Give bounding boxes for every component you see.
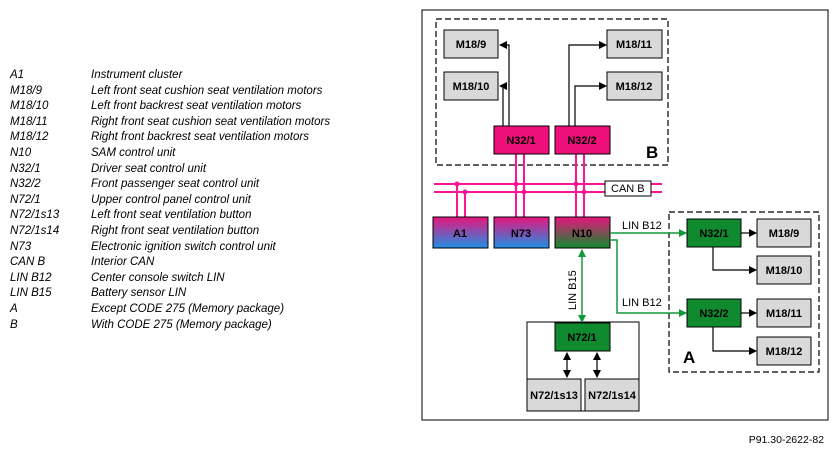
n73-box xyxy=(493,216,550,249)
a-m18-11-box xyxy=(756,298,812,328)
legend-row: M18/10 Left front backrest seat ventilati… xyxy=(10,99,330,115)
can-b-label: CAN B xyxy=(611,183,645,195)
b-n32-2-label: N32/2 xyxy=(567,135,596,147)
a-m18-10-box xyxy=(756,255,812,285)
group-b-label: B xyxy=(646,143,658,162)
legend-code: N72/1s14 xyxy=(10,224,60,237)
legend-description: Left front backrest seat ventilation mot… xyxy=(91,100,302,113)
b-m18-11-label: M18/11 xyxy=(616,39,652,51)
legend-code: LIN B15 xyxy=(10,287,52,300)
legend-row: N72/1s14 Right front seat ventilation but… xyxy=(10,224,330,240)
legend-code: N73 xyxy=(10,240,32,253)
legend-row: N32/1 Driver seat control unit xyxy=(10,162,330,178)
b-m18-11-box xyxy=(606,29,663,59)
legend-row: B With CODE 275 (Memory package) xyxy=(10,318,330,334)
legend-code: CAN B xyxy=(10,256,46,269)
legend-row: CAN B Interior CAN xyxy=(10,255,330,271)
b-n32-1-label: N32/1 xyxy=(506,135,535,147)
legend-code: A1 xyxy=(10,69,25,81)
a-m18-12-label: M18/12 xyxy=(766,346,803,358)
n10-label: N10 xyxy=(572,228,592,240)
legend-description: Upper control panel control unit xyxy=(91,193,251,206)
legend-description: Right front backrest seat ventilation mo… xyxy=(91,131,309,144)
a-m18-11-label: M18/11 xyxy=(766,308,802,320)
legend-code: N32/2 xyxy=(10,178,41,191)
legend-description: SAM control unit xyxy=(91,146,176,159)
legend-description: Center console switch LIN xyxy=(91,271,225,284)
legend-row: N10 SAM control unit xyxy=(10,146,330,162)
legend-description: Front passenger seat control unit xyxy=(91,178,260,191)
legend-code: A xyxy=(10,302,18,315)
legend-row: N32/2 Front passenger seat control unit xyxy=(10,177,330,193)
legend-row: M18/12 Right front backrest seat ventilat… xyxy=(10,130,330,146)
legend-description: Electronic ignition switch control unit xyxy=(91,240,276,253)
legend-code: M18/12 xyxy=(10,131,49,144)
legend-description: Right front seat ventilation button xyxy=(91,224,260,237)
legend-code: B xyxy=(10,318,18,331)
a-n32-2-box xyxy=(686,298,742,328)
can-b-label-box xyxy=(604,180,652,197)
b-m18-9-label: M18/9 xyxy=(456,39,487,51)
n10-box xyxy=(554,216,611,249)
n72-1s14-box xyxy=(584,378,640,412)
legend-description: Left front seat ventilation button xyxy=(91,209,252,222)
n72-1-box xyxy=(554,322,611,352)
legend-code: M18/11 xyxy=(10,115,48,128)
n72-1-label: N72/1 xyxy=(567,332,596,344)
lin-b12-lower-label: LIN B12 xyxy=(622,297,662,309)
n72-1s14-label: N72/1s14 xyxy=(588,390,637,402)
legend-row: A Except CODE 275 (Memory package) xyxy=(10,302,330,318)
legend-row: N73 Electronic ignition switch control un… xyxy=(10,240,330,256)
a1-box xyxy=(432,216,489,249)
legend-row: N72/1 Upper control panel control unit xyxy=(10,193,330,209)
outer-frame xyxy=(421,9,829,421)
legend-row: M18/9 Left front seat cushion seat ventil… xyxy=(10,84,330,100)
b-m18-10-box xyxy=(443,71,499,101)
legend-row: N72/1s13 Left front seat ventilation butt… xyxy=(10,208,330,224)
legend-code: LIN B12 xyxy=(10,271,52,284)
n72-1s13-label: N72/1s13 xyxy=(530,390,578,402)
lin-b12-upper-label: LIN B12 xyxy=(622,220,662,232)
a-m18-12-box xyxy=(756,336,812,366)
legend-row: M18/11 Right front seat cushion seat vent… xyxy=(10,115,330,131)
a-m18-10-label: M18/10 xyxy=(766,265,803,277)
legend-description: With CODE 275 (Memory package) xyxy=(91,318,272,331)
lin-b15-label: LIN B15 xyxy=(567,270,579,310)
legend-row: LIN B15 Battery sensor LIN xyxy=(10,286,330,302)
legend-code: M18/10 xyxy=(10,100,49,113)
figure-reference: P91.30-2622-82 xyxy=(748,434,824,446)
legend-description: Right front seat cushion seat ventilatio… xyxy=(91,115,331,128)
b-m18-12-label: M18/12 xyxy=(616,81,653,93)
b-n32-1-box xyxy=(493,125,550,155)
legend-code: N72/1s13 xyxy=(10,209,60,222)
legend-code: N10 xyxy=(10,146,32,159)
b-n32-2-box xyxy=(554,125,611,155)
legend-description: Driver seat control unit xyxy=(91,162,207,175)
legend-code: N72/1 xyxy=(10,193,41,206)
b-m18-10-label: M18/10 xyxy=(453,81,490,93)
legend-description: Battery sensor LIN xyxy=(91,287,187,300)
n73-label: N73 xyxy=(511,228,531,240)
group-a-label: A xyxy=(683,348,695,367)
b-m18-12-box xyxy=(606,71,663,101)
a-m18-9-box xyxy=(756,218,812,248)
a1-label: A1 xyxy=(453,228,467,240)
group-a-box xyxy=(668,211,820,373)
legend-description: Except CODE 275 (Memory package) xyxy=(91,302,285,315)
n72-1s13-box xyxy=(526,378,582,412)
legend-code: N32/1 xyxy=(10,162,41,175)
legend-description: Interior CAN xyxy=(91,256,155,269)
legend-row: LIN B12 Center console switch LIN xyxy=(10,271,330,287)
legend-description: Left front seat cushion seat ventilation… xyxy=(91,84,323,97)
legend-row: A1 Instrument cluster xyxy=(10,68,330,84)
b-m18-9-box xyxy=(443,29,499,59)
legend-code: M18/9 xyxy=(10,84,42,97)
a-m18-9-label: M18/9 xyxy=(769,228,800,240)
a-n32-1-label: N32/1 xyxy=(699,228,728,240)
legend-description: Instrument cluster xyxy=(91,69,183,81)
a-n32-2-label: N32/2 xyxy=(699,308,728,320)
a-n32-1-box xyxy=(686,218,742,248)
